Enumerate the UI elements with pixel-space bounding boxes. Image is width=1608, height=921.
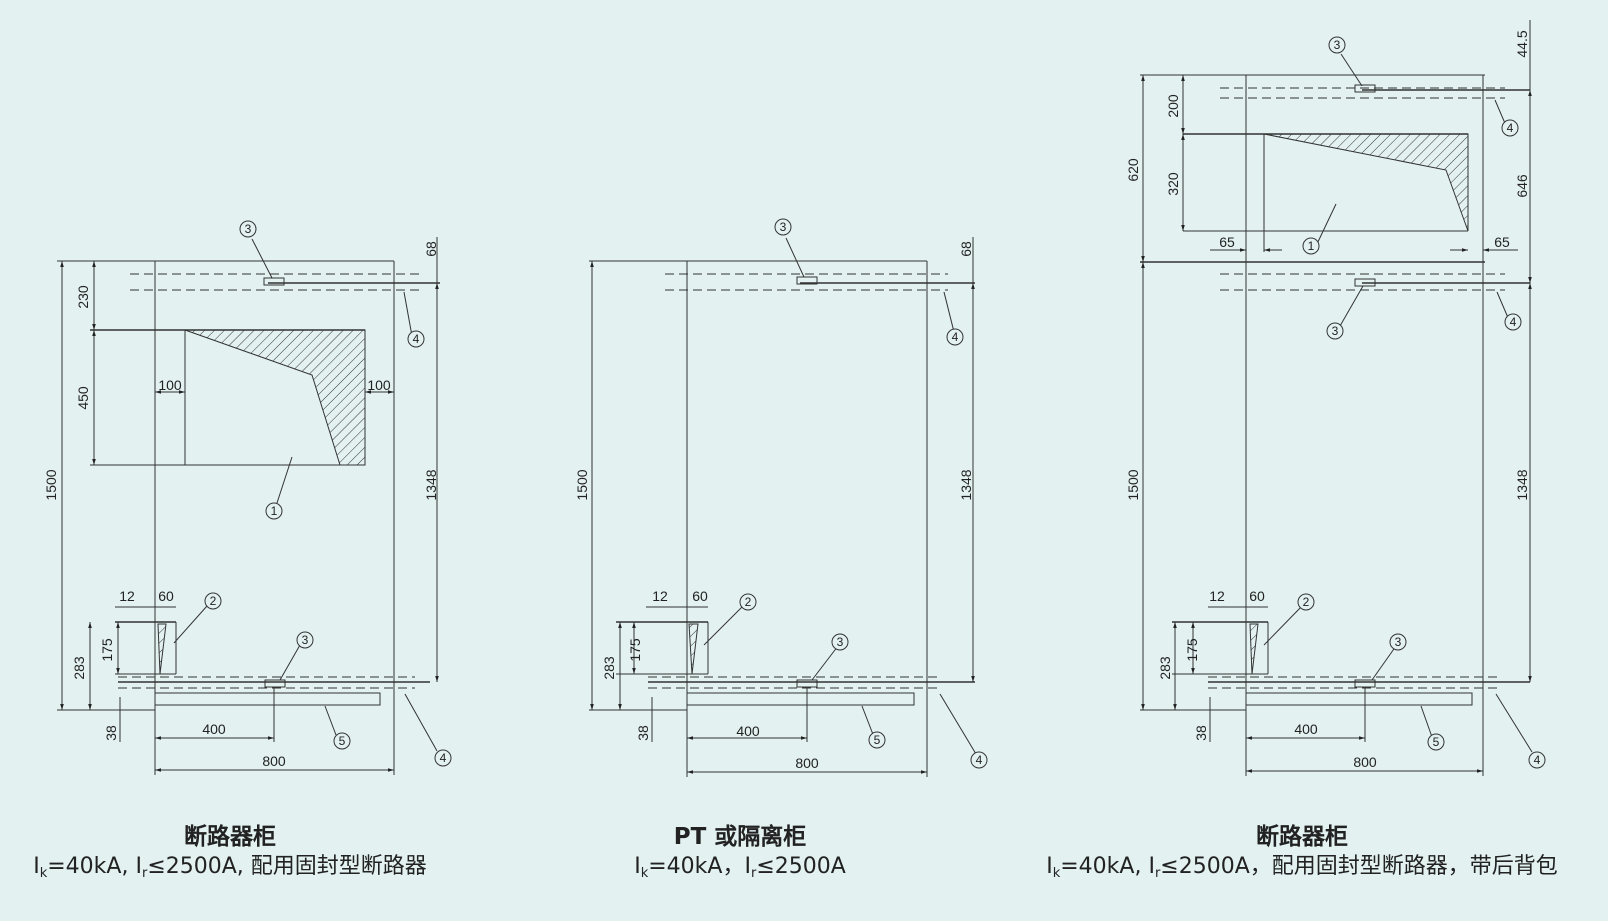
dim-12: 12 (1209, 588, 1225, 604)
dim-44-5: 44.5 (1514, 30, 1530, 57)
panel-3-drawing (1140, 20, 1533, 776)
marker-3: 3 (780, 220, 787, 234)
dim-800: 800 (795, 755, 819, 771)
dim-800: 800 (1353, 754, 1377, 770)
dim-800: 800 (262, 753, 286, 769)
dim-100: 100 (158, 377, 182, 393)
dim-400: 400 (736, 723, 760, 739)
marker-2: 2 (210, 594, 217, 608)
dim-283: 283 (1157, 656, 1173, 680)
dim-60: 60 (692, 588, 708, 604)
panel-spec: Ik=40kA，Ir≤2500A (634, 854, 846, 881)
dim-1500: 1500 (1125, 469, 1141, 500)
marker-5: 5 (339, 734, 346, 748)
dim-60: 60 (1249, 588, 1265, 604)
panel-1-caption: 断路器柜 Ik=40kA, Ir≤2500A, 配用固封型断路器 (0, 822, 460, 889)
dim-12: 12 (652, 588, 668, 604)
dim-100: 100 (367, 377, 391, 393)
dim-65: 65 (1494, 234, 1510, 250)
dim-1500: 1500 (43, 469, 59, 500)
panel-2-caption: PT 或隔离柜 Ik=40kA，Ir≤2500A (590, 822, 890, 889)
dim-12: 12 (119, 588, 135, 604)
dim-65: 65 (1219, 234, 1235, 250)
marker-3: 3 (837, 635, 844, 649)
marker-5: 5 (874, 733, 881, 747)
marker-4: 4 (440, 751, 447, 765)
dim-68: 68 (423, 241, 439, 257)
dim-1348: 1348 (1514, 469, 1530, 500)
dim-1348: 1348 (423, 469, 439, 500)
dim-60: 60 (158, 588, 174, 604)
panel-title: 断路器柜 (1256, 824, 1348, 850)
marker-2: 2 (1303, 595, 1310, 609)
panel-1-drawing (57, 237, 440, 775)
marker-4: 4 (1510, 315, 1517, 329)
dim-230: 230 (75, 285, 91, 309)
marker-1: 1 (271, 504, 278, 518)
marker-5: 5 (1433, 735, 1440, 749)
marker-1: 1 (1308, 239, 1315, 253)
marker-4: 4 (1534, 753, 1541, 767)
marker-3: 3 (302, 633, 309, 647)
dim-175: 175 (1184, 638, 1200, 662)
marker-3: 3 (1395, 635, 1402, 649)
panel-title: 断路器柜 (184, 824, 276, 850)
marker-4: 4 (976, 753, 983, 767)
dim-400: 400 (202, 721, 226, 737)
marker-3: 3 (1334, 38, 1341, 52)
dim-620: 620 (1125, 158, 1141, 182)
dim-38: 38 (103, 725, 119, 741)
dim-283: 283 (601, 656, 617, 680)
marker-3: 3 (245, 222, 252, 236)
dim-68: 68 (958, 241, 974, 257)
dim-38: 38 (635, 725, 651, 741)
panel-3-caption: 断路器柜 Ik=40kA, Ir≤2500A，配用固封型断路器，带后背包 (1002, 822, 1602, 889)
dim-400: 400 (1294, 721, 1318, 737)
dim-175: 175 (99, 638, 115, 662)
panel-2-drawing (589, 237, 977, 777)
dim-450: 450 (75, 386, 91, 410)
marker-4: 4 (952, 330, 959, 344)
dim-1500: 1500 (574, 469, 590, 500)
dim-283: 283 (71, 656, 87, 680)
dim-1348: 1348 (958, 469, 974, 500)
marker-3: 3 (1332, 324, 1339, 338)
dim-200: 200 (1165, 94, 1181, 118)
panel-title: PT 或隔离柜 (673, 824, 807, 850)
panel-spec: Ik=40kA, Ir≤2500A, 配用固封型断路器 (33, 854, 427, 881)
marker-4: 4 (1507, 121, 1514, 135)
dim-175: 175 (627, 638, 643, 662)
dim-38: 38 (1193, 725, 1209, 741)
dim-320: 320 (1165, 172, 1181, 196)
marker-4: 4 (413, 332, 420, 346)
dim-646: 646 (1514, 174, 1530, 198)
marker-2: 2 (745, 595, 752, 609)
panel-spec: Ik=40kA, Ir≤2500A，配用固封型断路器，带后背包 (1046, 854, 1558, 881)
